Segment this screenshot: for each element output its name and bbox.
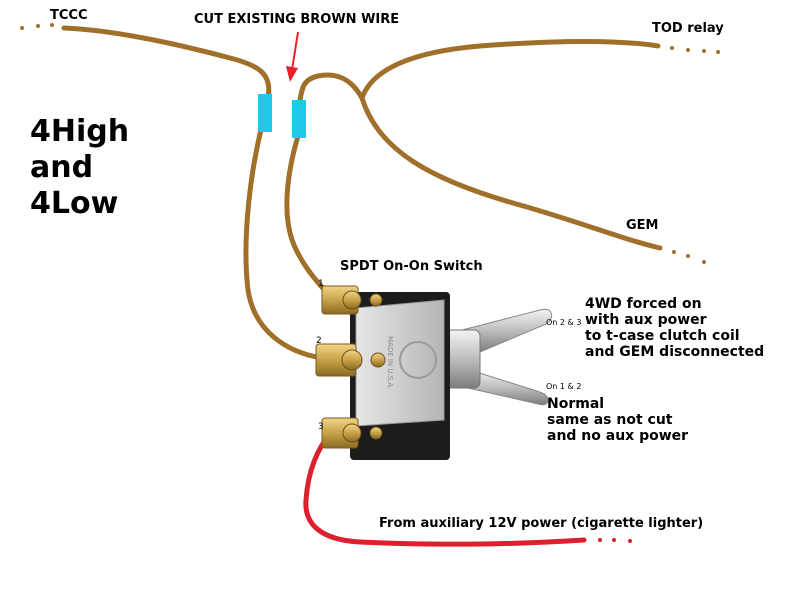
terminal-3-label: 3 (318, 422, 324, 432)
wire-end-dot (20, 26, 24, 30)
svg-text:MADE IN U.S.A.: MADE IN U.S.A. (386, 336, 394, 389)
desc-line: Normal (547, 396, 605, 412)
wire-end-dot (598, 538, 602, 542)
desc-line: 4WD forced on (585, 296, 702, 312)
title-line: 4High (30, 114, 130, 149)
label-gem: GEM (626, 218, 659, 233)
on-1-2-description: Normal same as not cut and no aux power (547, 396, 688, 444)
wire-end-dot (628, 539, 632, 543)
wire-gem (359, 95, 663, 251)
cut-marker-right (292, 100, 306, 138)
wire-end-dot (50, 23, 54, 27)
wire-end-dot (672, 250, 676, 254)
desc-line: to t-case clutch coil (585, 328, 740, 344)
desc-line: and GEM disconnected (585, 344, 765, 360)
diagram-title: 4High and 4Low (30, 114, 129, 222)
desc-line: and no aux power (547, 428, 689, 444)
arrow-down-icon (286, 31, 299, 82)
title-line: and (30, 150, 94, 185)
desc-line: same as not cut (547, 412, 673, 428)
wire-end-dot (702, 49, 706, 53)
terminal-2-label: 2 (316, 336, 322, 346)
terminal-1-label: 1 (318, 279, 324, 289)
wire-end-dot (612, 538, 616, 542)
wire-end-dot (36, 24, 40, 28)
title-line: 4Low (30, 186, 119, 221)
label-aux-power: From auxiliary 12V power (cigarette ligh… (379, 516, 704, 531)
label-on-2-3: On 2 & 3 (546, 318, 582, 327)
wire-to-terminal-1 (284, 133, 333, 299)
wire-end-dot (670, 46, 674, 50)
on-2-3-description: 4WD forced on with aux power to t-case c… (585, 296, 764, 360)
label-tccc: TCCC (50, 8, 88, 23)
label-cut-existing-wire: CUT EXISTING BROWN WIRE (194, 12, 400, 27)
wire-end-dot (686, 48, 690, 52)
label-tod-relay: TOD relay (652, 21, 724, 36)
wire-aux-red (303, 431, 587, 547)
cut-marker-left (258, 94, 272, 132)
label-on-1-2: On 1 & 2 (546, 382, 582, 391)
wire-end-dot (716, 50, 720, 54)
wire-tod-relay (295, 39, 661, 115)
desc-line: with aux power (585, 312, 707, 328)
wire-end-dot (702, 260, 706, 264)
toggle-switch-icon: MADE IN U.S.A. (315, 285, 553, 460)
wire-end-dot (686, 254, 690, 258)
label-switch-name: SPDT On-On Switch (340, 259, 483, 274)
